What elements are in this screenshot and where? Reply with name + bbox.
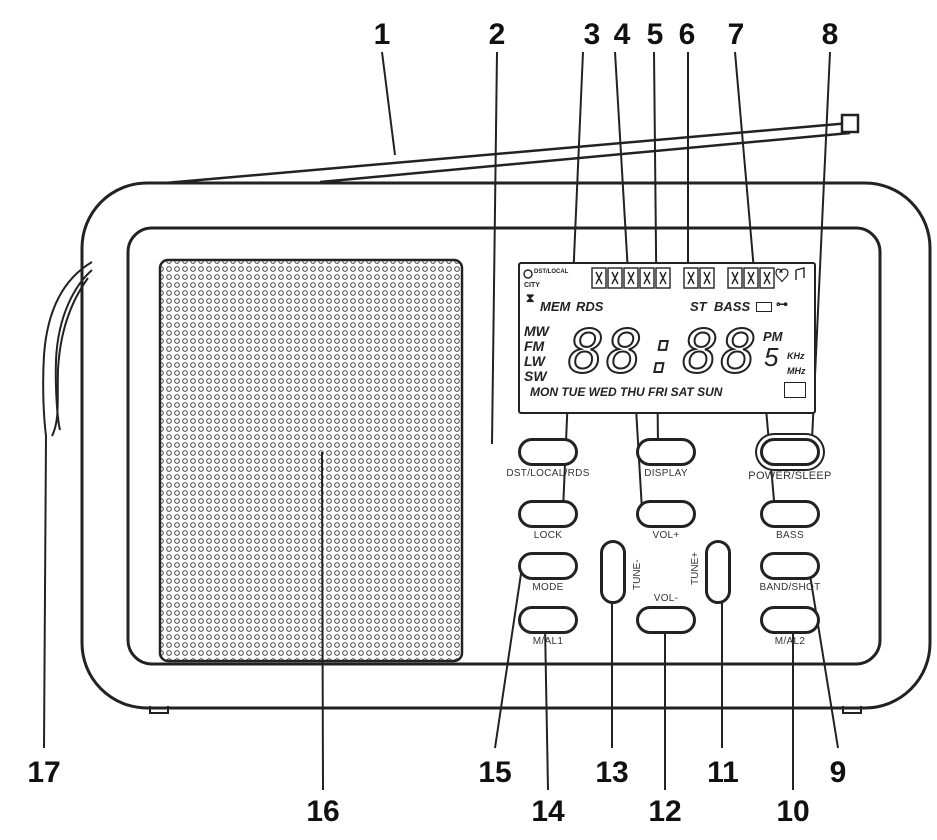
power-sleep-label: POWER/SLEEP bbox=[748, 470, 832, 482]
lcd-five: 5 bbox=[764, 342, 779, 372]
lcd-mhz: MHz bbox=[787, 366, 806, 376]
mode-label: MODE bbox=[532, 582, 564, 593]
callout-17: 17 bbox=[27, 756, 61, 789]
lcd-pm: PM bbox=[763, 329, 783, 344]
right-foot bbox=[842, 706, 862, 714]
dst-local-rds-label: DST/LOCAL/RDS bbox=[506, 468, 590, 479]
wrist-strap bbox=[42, 261, 93, 437]
tune-minus-button[interactable] bbox=[600, 540, 626, 604]
lcd-mem: MEM bbox=[540, 299, 571, 314]
lcd-days: MON TUE WED THU FRI SAT SUN bbox=[530, 385, 723, 399]
lcd-band-mw: MW bbox=[524, 323, 549, 339]
vol-minus-button[interactable] bbox=[636, 606, 696, 634]
lock-button[interactable] bbox=[518, 500, 578, 528]
lcd-rds: RDS bbox=[576, 299, 604, 314]
callout-11: 11 bbox=[707, 756, 739, 789]
mal2-button[interactable] bbox=[760, 606, 820, 634]
speaker-grille bbox=[158, 258, 464, 663]
callout-14: 14 bbox=[531, 795, 565, 828]
lcd-st: ST bbox=[690, 299, 707, 314]
dst-local-rds-button[interactable] bbox=[518, 438, 578, 466]
callout-7: 7 bbox=[727, 18, 745, 51]
callout-6: 6 bbox=[678, 18, 696, 51]
tune-plus-label: TUNE+ bbox=[690, 551, 701, 585]
key-icon: ⊶ bbox=[776, 297, 788, 311]
callout-4: 4 bbox=[613, 18, 631, 51]
lcd-display: DST/LOCAL CITY ⧗ MEM RDS ST BASS ⊶ MW FM… bbox=[518, 262, 816, 414]
display-button[interactable] bbox=[636, 438, 696, 466]
bass-button[interactable] bbox=[760, 500, 820, 528]
vol-minus-label: VOL- bbox=[653, 593, 679, 604]
mode-button[interactable] bbox=[518, 552, 578, 580]
callout-1: 1 bbox=[373, 18, 391, 51]
lcd-band-sw: SW bbox=[524, 368, 547, 384]
power-sleep-button[interactable] bbox=[760, 438, 820, 466]
lcd-city: CITY bbox=[524, 282, 540, 289]
band-shot-button[interactable] bbox=[760, 552, 820, 580]
vol-plus-label: VOL+ bbox=[652, 530, 680, 541]
lock-label: LOCK bbox=[533, 530, 563, 541]
callout-12: 12 bbox=[648, 795, 682, 828]
note-icon bbox=[795, 267, 805, 280]
callout-2: 2 bbox=[488, 18, 506, 51]
callout-5: 5 bbox=[646, 18, 664, 51]
left-foot bbox=[149, 706, 169, 714]
lcd-segment-row bbox=[523, 267, 805, 289]
heart-icon bbox=[775, 268, 789, 283]
mal2-label: M/AL2 bbox=[774, 636, 806, 647]
battery-icon bbox=[756, 302, 772, 312]
callout-8: 8 bbox=[821, 18, 839, 51]
lcd-digits: 88:88 bbox=[567, 317, 759, 387]
callout-16: 16 bbox=[306, 795, 340, 828]
callout-15: 15 bbox=[478, 756, 512, 789]
lcd-bass: BASS bbox=[714, 299, 751, 314]
alarm-icon bbox=[523, 269, 533, 279]
tune-minus-label: TUNE- bbox=[632, 559, 643, 590]
lcd-band-lw: LW bbox=[524, 353, 545, 369]
mal1-label: M/AL1 bbox=[532, 636, 564, 647]
antenna bbox=[164, 113, 860, 185]
callout-3: 3 bbox=[583, 18, 601, 51]
tune-plus-button[interactable] bbox=[705, 540, 731, 604]
display-label: DISPLAY bbox=[644, 468, 688, 479]
bass-label: BASS bbox=[776, 530, 804, 541]
band-shot-label: BAND/SHOT bbox=[759, 582, 821, 593]
lcd-dst-local: DST/LOCAL bbox=[534, 269, 569, 275]
callout-9: 9 bbox=[829, 756, 847, 789]
callout-13: 13 bbox=[595, 756, 629, 789]
mal1-button[interactable] bbox=[518, 606, 578, 634]
vol-plus-button[interactable] bbox=[636, 500, 696, 528]
lcd-khz: KHz bbox=[787, 351, 805, 361]
lcd-indicator-box bbox=[784, 382, 806, 398]
hourglass-icon: ⧗ bbox=[526, 291, 535, 305]
lcd-band-fm: FM bbox=[524, 338, 545, 354]
callout-10: 10 bbox=[776, 795, 810, 828]
